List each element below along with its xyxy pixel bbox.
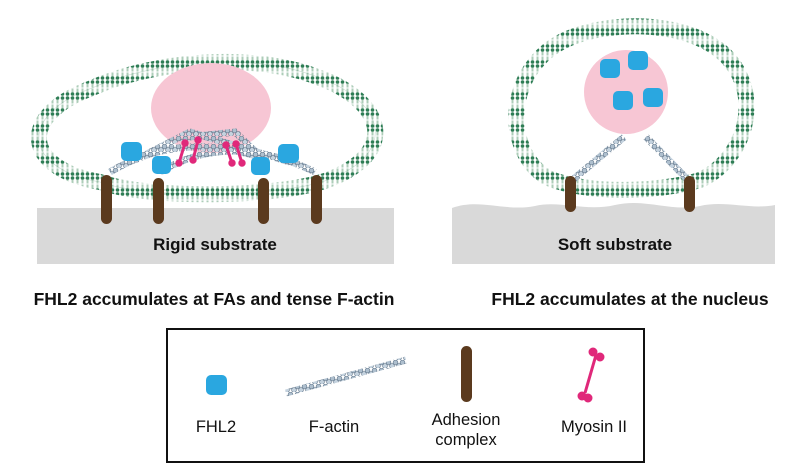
- soft-nuclear-fhl2: [643, 88, 663, 107]
- factin-swatch: [285, 356, 407, 397]
- soft-panel: Soft substrate: [452, 18, 775, 264]
- soft-substrate-label: Soft substrate: [558, 235, 672, 254]
- rigid-adhesion-complex: [258, 178, 269, 224]
- adhesion-label-line1: Adhesion: [432, 411, 501, 429]
- soft-caption: FHL2 accumulates at the nucleus: [491, 289, 768, 309]
- rigid-actin-fiber: [179, 128, 265, 161]
- legend-adhesion: Adhesion complex: [432, 346, 501, 449]
- soft-nuclear-fhl2: [600, 59, 620, 78]
- soft-actin-fiber: [567, 134, 627, 185]
- rigid-adhesion-complex: [101, 175, 112, 224]
- adhesion-swatch: [461, 346, 472, 402]
- rigid-adhesion-complex: [311, 175, 322, 224]
- rigid-substrate: [37, 208, 394, 264]
- legend-myosin: Myosin II: [561, 347, 627, 436]
- soft-adhesion-complex: [684, 176, 695, 212]
- rigid-fhl2: [121, 142, 142, 161]
- rigid-fhl2: [278, 144, 299, 163]
- myosin-label: Myosin II: [561, 418, 627, 436]
- soft-cell-membrane: [508, 18, 755, 198]
- soft-nuclear-fhl2: [613, 91, 633, 110]
- fhl2-label: FHL2: [196, 418, 236, 436]
- fhl2-swatch: [206, 375, 227, 395]
- rigid-myosin: [175, 136, 246, 167]
- rigid-adhesion-complex: [153, 178, 164, 224]
- myosin-swatch: [577, 347, 605, 403]
- soft-substrate: [452, 202, 775, 264]
- soft-adhesion-complex: [565, 176, 576, 212]
- rigid-nucleus: [151, 63, 271, 153]
- legend: FHL2 F-actin Adhesion complex Myosin II: [166, 328, 645, 463]
- soft-nuclear-fhl2: [628, 51, 648, 70]
- rigid-caption: FHL2 accumulates at FAs and tense F-acti…: [34, 289, 395, 309]
- legend-fhl2: FHL2: [196, 375, 236, 436]
- soft-actin-fiber: [643, 134, 693, 185]
- adhesion-label-line2: complex: [435, 431, 497, 449]
- rigid-actin-fiber: [133, 128, 292, 166]
- rigid-fhl2: [251, 157, 270, 175]
- factin-label: F-actin: [309, 418, 359, 436]
- rigid-fhl2: [152, 156, 171, 174]
- legend-factin: F-actin: [285, 356, 407, 436]
- rigid-panel: Rigid substrate: [30, 54, 394, 264]
- rigid-substrate-label: Rigid substrate: [153, 235, 277, 254]
- legend-box: [166, 328, 645, 463]
